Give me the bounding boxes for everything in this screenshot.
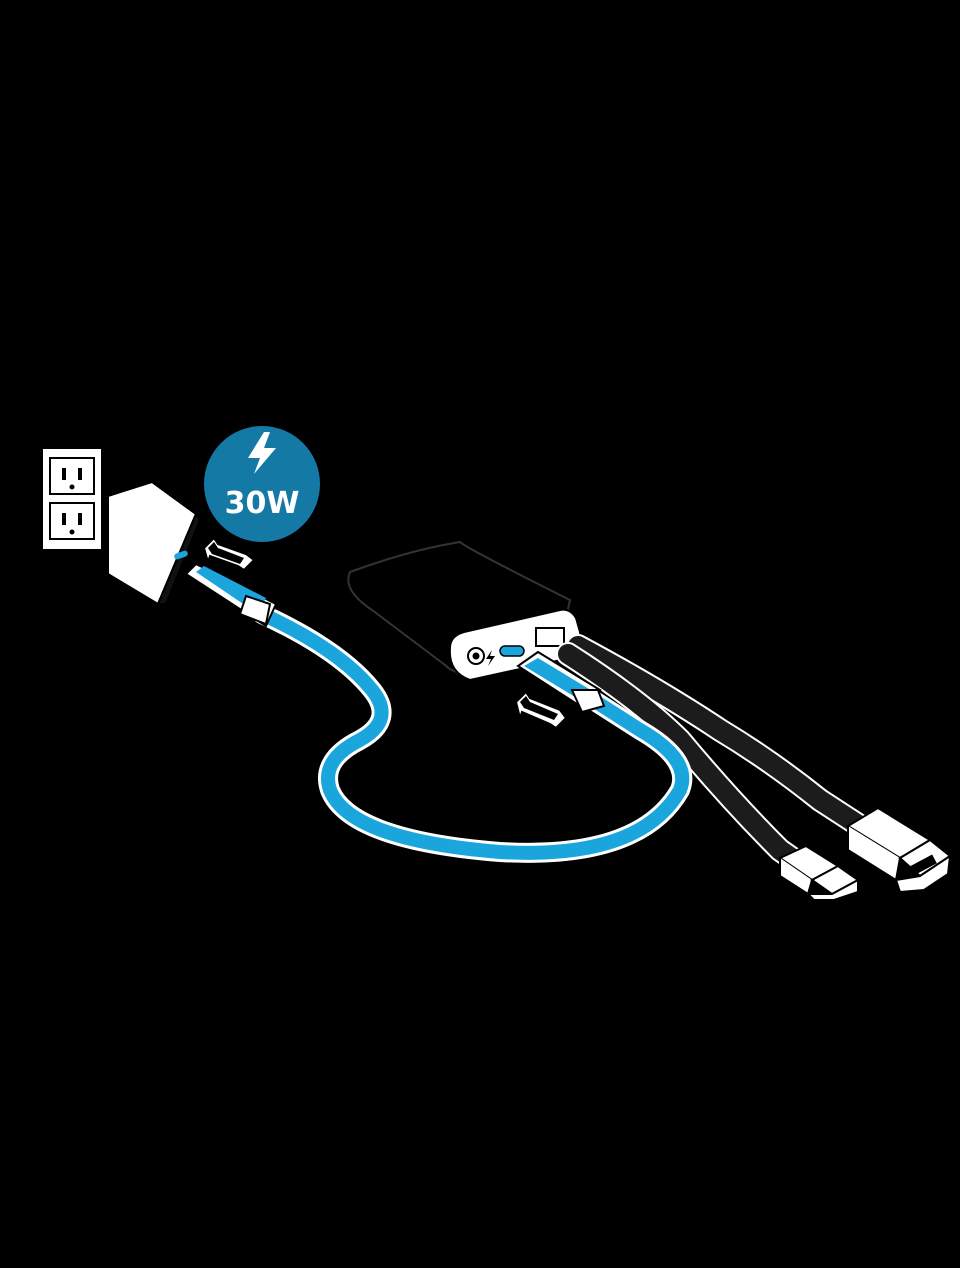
wattage-badge: 30W	[204, 426, 320, 542]
power-bank-plug	[516, 650, 606, 714]
insert-arrow-icon	[202, 536, 256, 572]
usb-a-plug-icon	[846, 806, 952, 894]
wall-outlet-icon	[41, 447, 103, 551]
charger-plug	[184, 562, 278, 628]
wattage-label: 30W	[225, 486, 300, 521]
wall-charger-icon	[107, 480, 202, 606]
black-cables	[556, 634, 872, 876]
insert-arrow-icon	[514, 690, 568, 730]
lightning-bolt-icon	[248, 432, 276, 474]
blue-cable	[252, 604, 693, 863]
usb-c-plug-icon	[777, 844, 860, 901]
